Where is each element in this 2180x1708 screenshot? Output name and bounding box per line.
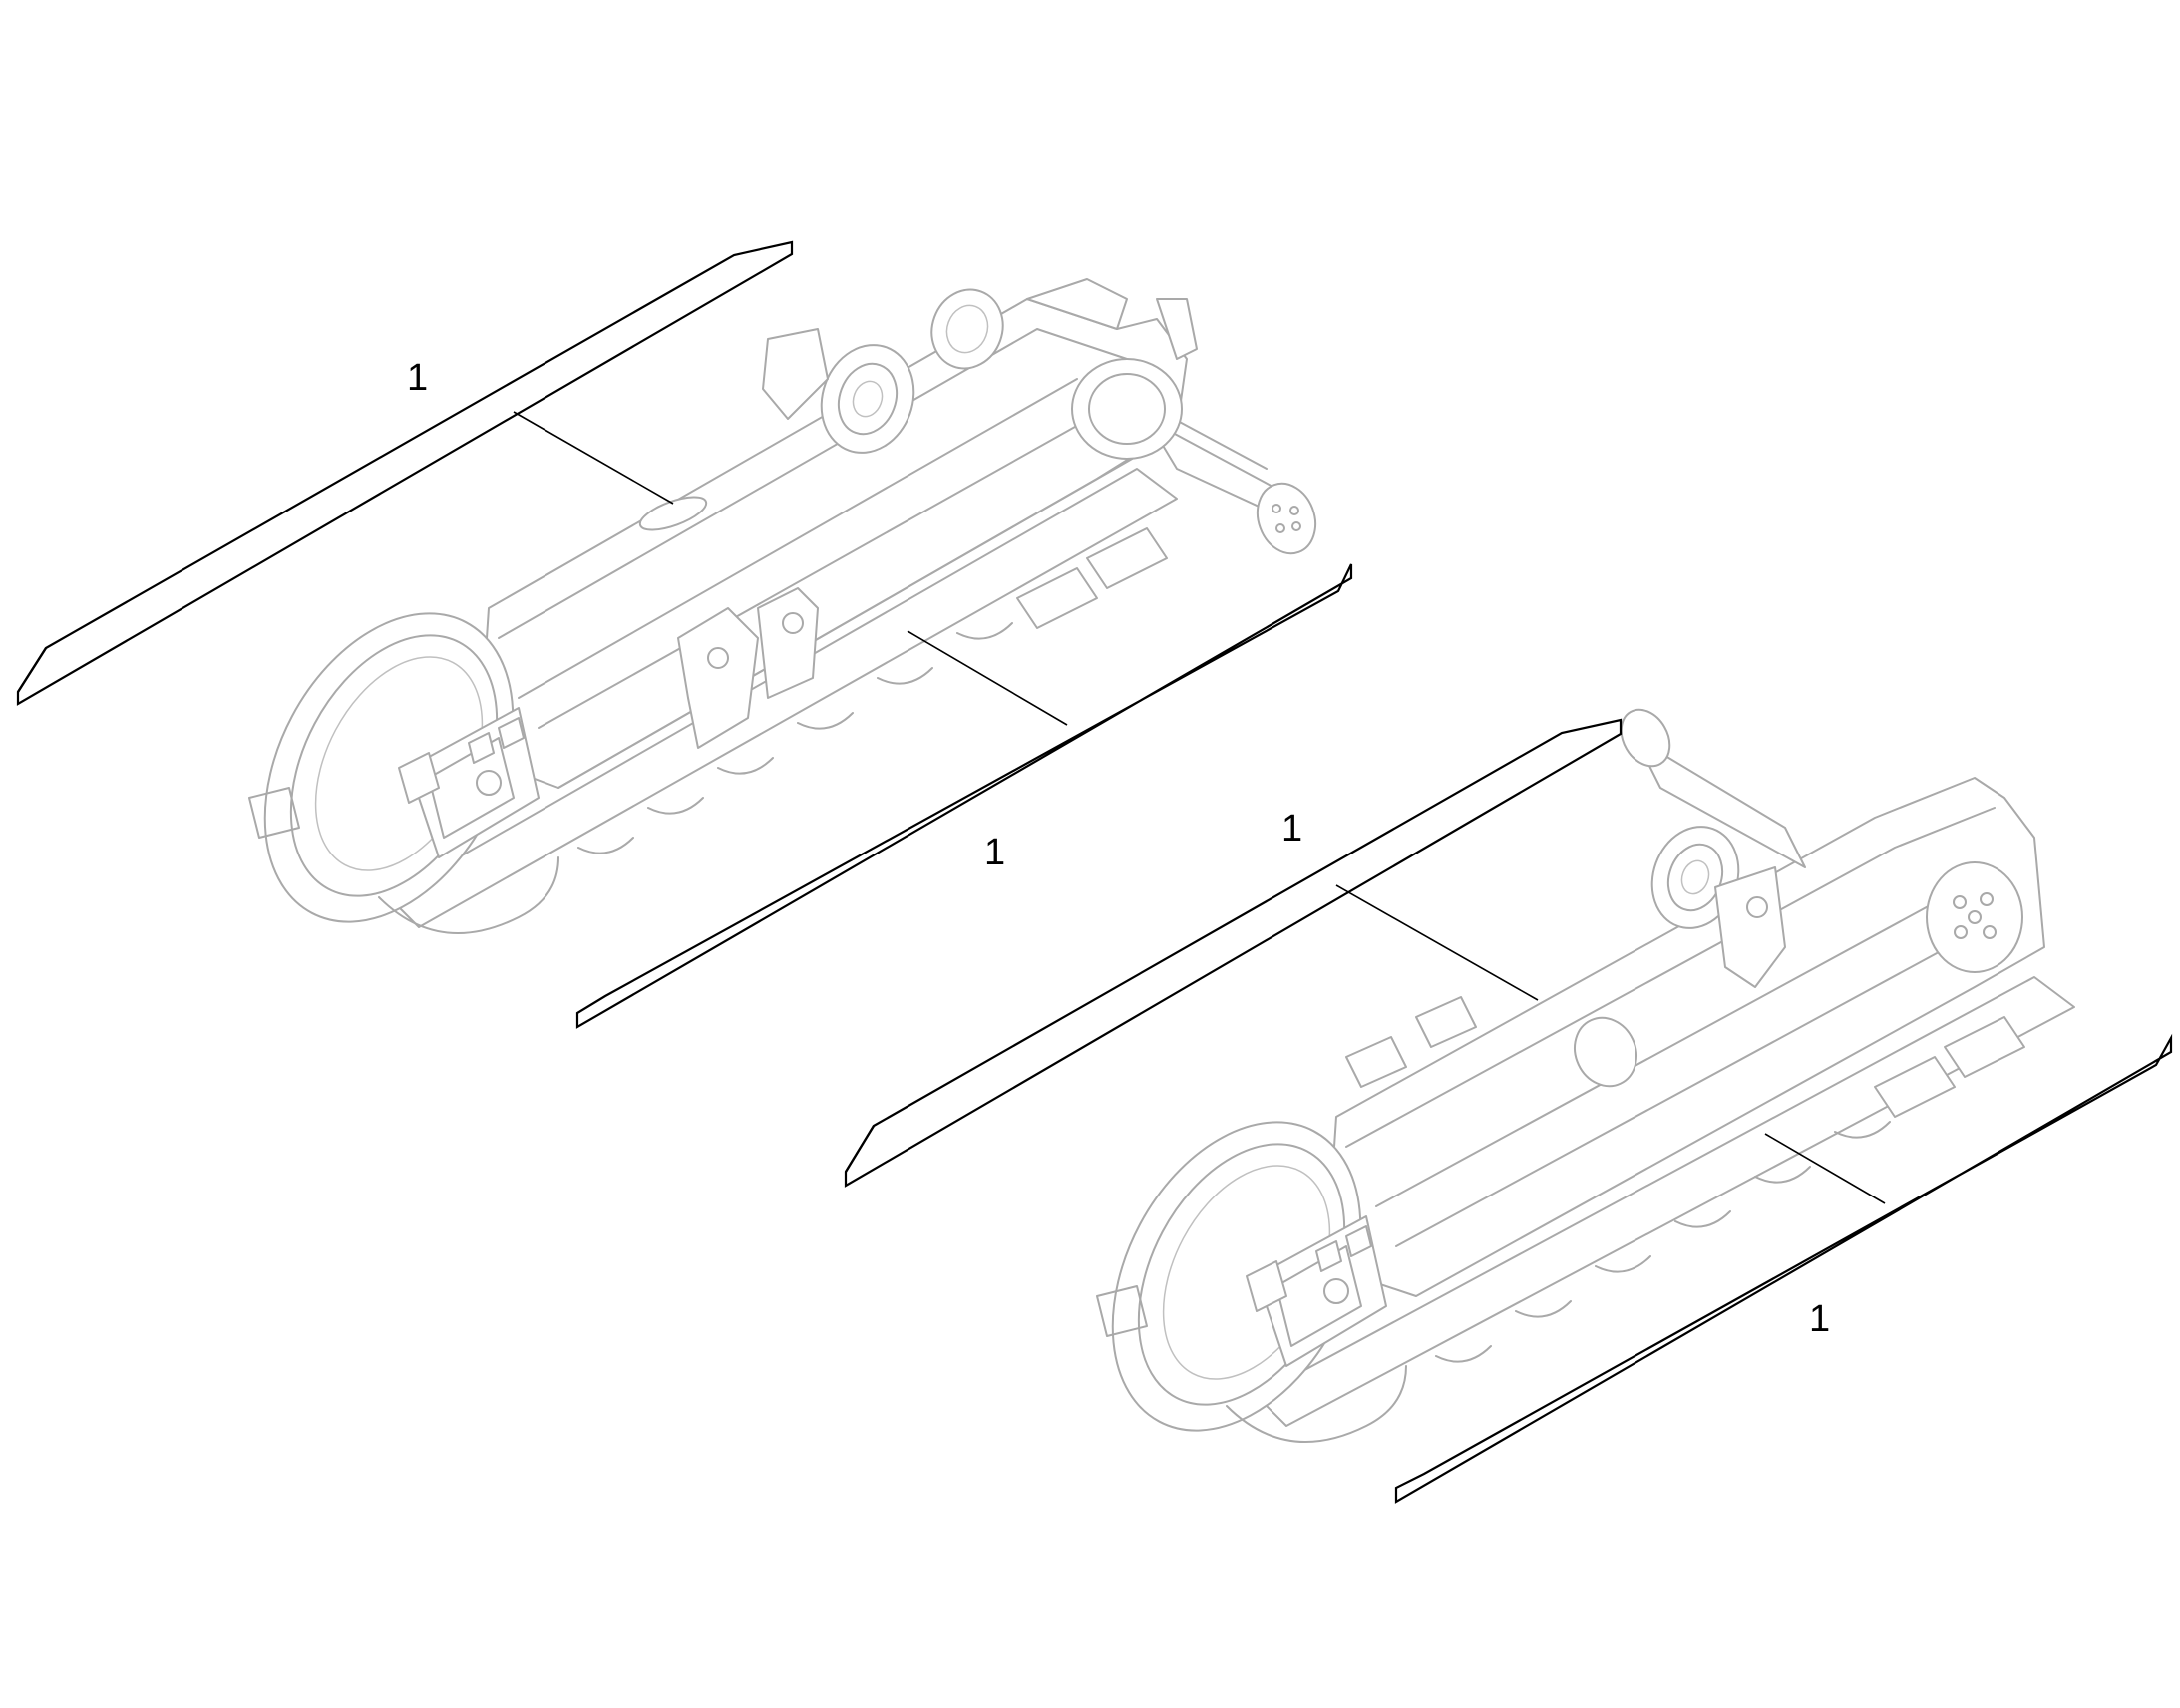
callout-label-4: 1 xyxy=(1809,1298,1830,1340)
callout-label-1: 1 xyxy=(407,357,428,399)
wear-strip-2 xyxy=(575,563,1353,1029)
track-frame-assembly-left xyxy=(248,278,1317,934)
callout-label-3: 1 xyxy=(1281,808,1302,850)
leader-lines xyxy=(513,411,1886,1204)
inspection-cover xyxy=(1574,1016,1637,1088)
wear-strip-4 xyxy=(1394,1033,2173,1504)
callout-label-2: 1 xyxy=(984,832,1005,873)
inspection-cover xyxy=(638,496,708,531)
leader-line-2 xyxy=(907,630,1068,726)
pivot-shaft xyxy=(1635,737,1806,868)
wear-strips xyxy=(16,240,2173,1504)
callouts: 1 1 1 1 xyxy=(407,357,1830,1340)
pivot-shaft-end-cap xyxy=(1256,482,1317,555)
leader-line-4 xyxy=(1764,1133,1886,1204)
leader-line-1 xyxy=(513,411,674,505)
leader-line-3 xyxy=(1335,884,1539,1001)
pivot-shaft-end-cap xyxy=(1620,708,1671,768)
track-frame-assembly-right xyxy=(1096,708,2075,1443)
